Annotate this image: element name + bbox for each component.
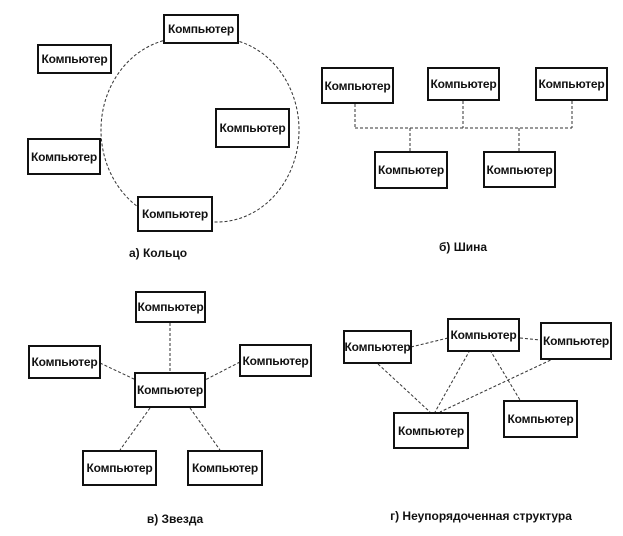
ring-caption: а) Кольцо — [128, 246, 188, 260]
star-computer-node: Компьютер — [239, 344, 312, 377]
bus-caption: б) Шина — [438, 240, 488, 254]
ring-computer-node: Компьютер — [137, 196, 213, 232]
mesh-computer-node: Компьютер — [447, 318, 520, 352]
star-connections — [99, 323, 241, 451]
mesh-connections — [377, 337, 556, 413]
star-caption: в) Звезда — [146, 512, 204, 526]
ring-computer-node: Компьютер — [27, 138, 101, 175]
mesh-computer-node: Компьютер — [540, 322, 612, 360]
mesh-link-line — [434, 349, 471, 413]
star-computer-node: Компьютер — [187, 450, 263, 486]
star-link-line — [189, 407, 221, 451]
mesh-link-line — [377, 363, 431, 413]
bus-computer-node: Компьютер — [374, 151, 448, 189]
star-computer-node: Компьютер — [135, 291, 206, 323]
mesh-link-line — [519, 337, 541, 341]
mesh-computer-node: Компьютер — [343, 330, 412, 364]
star-computer-node: Компьютер — [28, 345, 101, 379]
mesh-caption: г) Неупорядоченная структура — [390, 509, 572, 523]
mesh-link-line — [489, 349, 521, 401]
bus-computer-node: Компьютер — [535, 67, 608, 101]
mesh-link-line — [439, 357, 556, 413]
bus-connections — [354, 101, 573, 151]
mesh-link-line — [410, 337, 449, 348]
star-hub-computer-node: Компьютер — [134, 372, 206, 408]
star-computer-node: Компьютер — [82, 450, 157, 486]
star-link-line — [204, 361, 241, 381]
mesh-computer-node: Компьютер — [393, 412, 469, 449]
star-link-line — [119, 407, 151, 451]
star-link-line — [99, 362, 137, 381]
ring-computer-node: Компьютер — [37, 44, 112, 74]
ring-computer-node: Компьютер — [163, 14, 239, 44]
bus-computer-node: Компьютер — [483, 151, 556, 188]
bus-computer-node: Компьютер — [427, 67, 500, 101]
bus-computer-node: Компьютер — [321, 67, 394, 104]
mesh-computer-node: Компьютер — [503, 400, 578, 438]
ring-computer-node: Компьютер — [215, 108, 290, 148]
